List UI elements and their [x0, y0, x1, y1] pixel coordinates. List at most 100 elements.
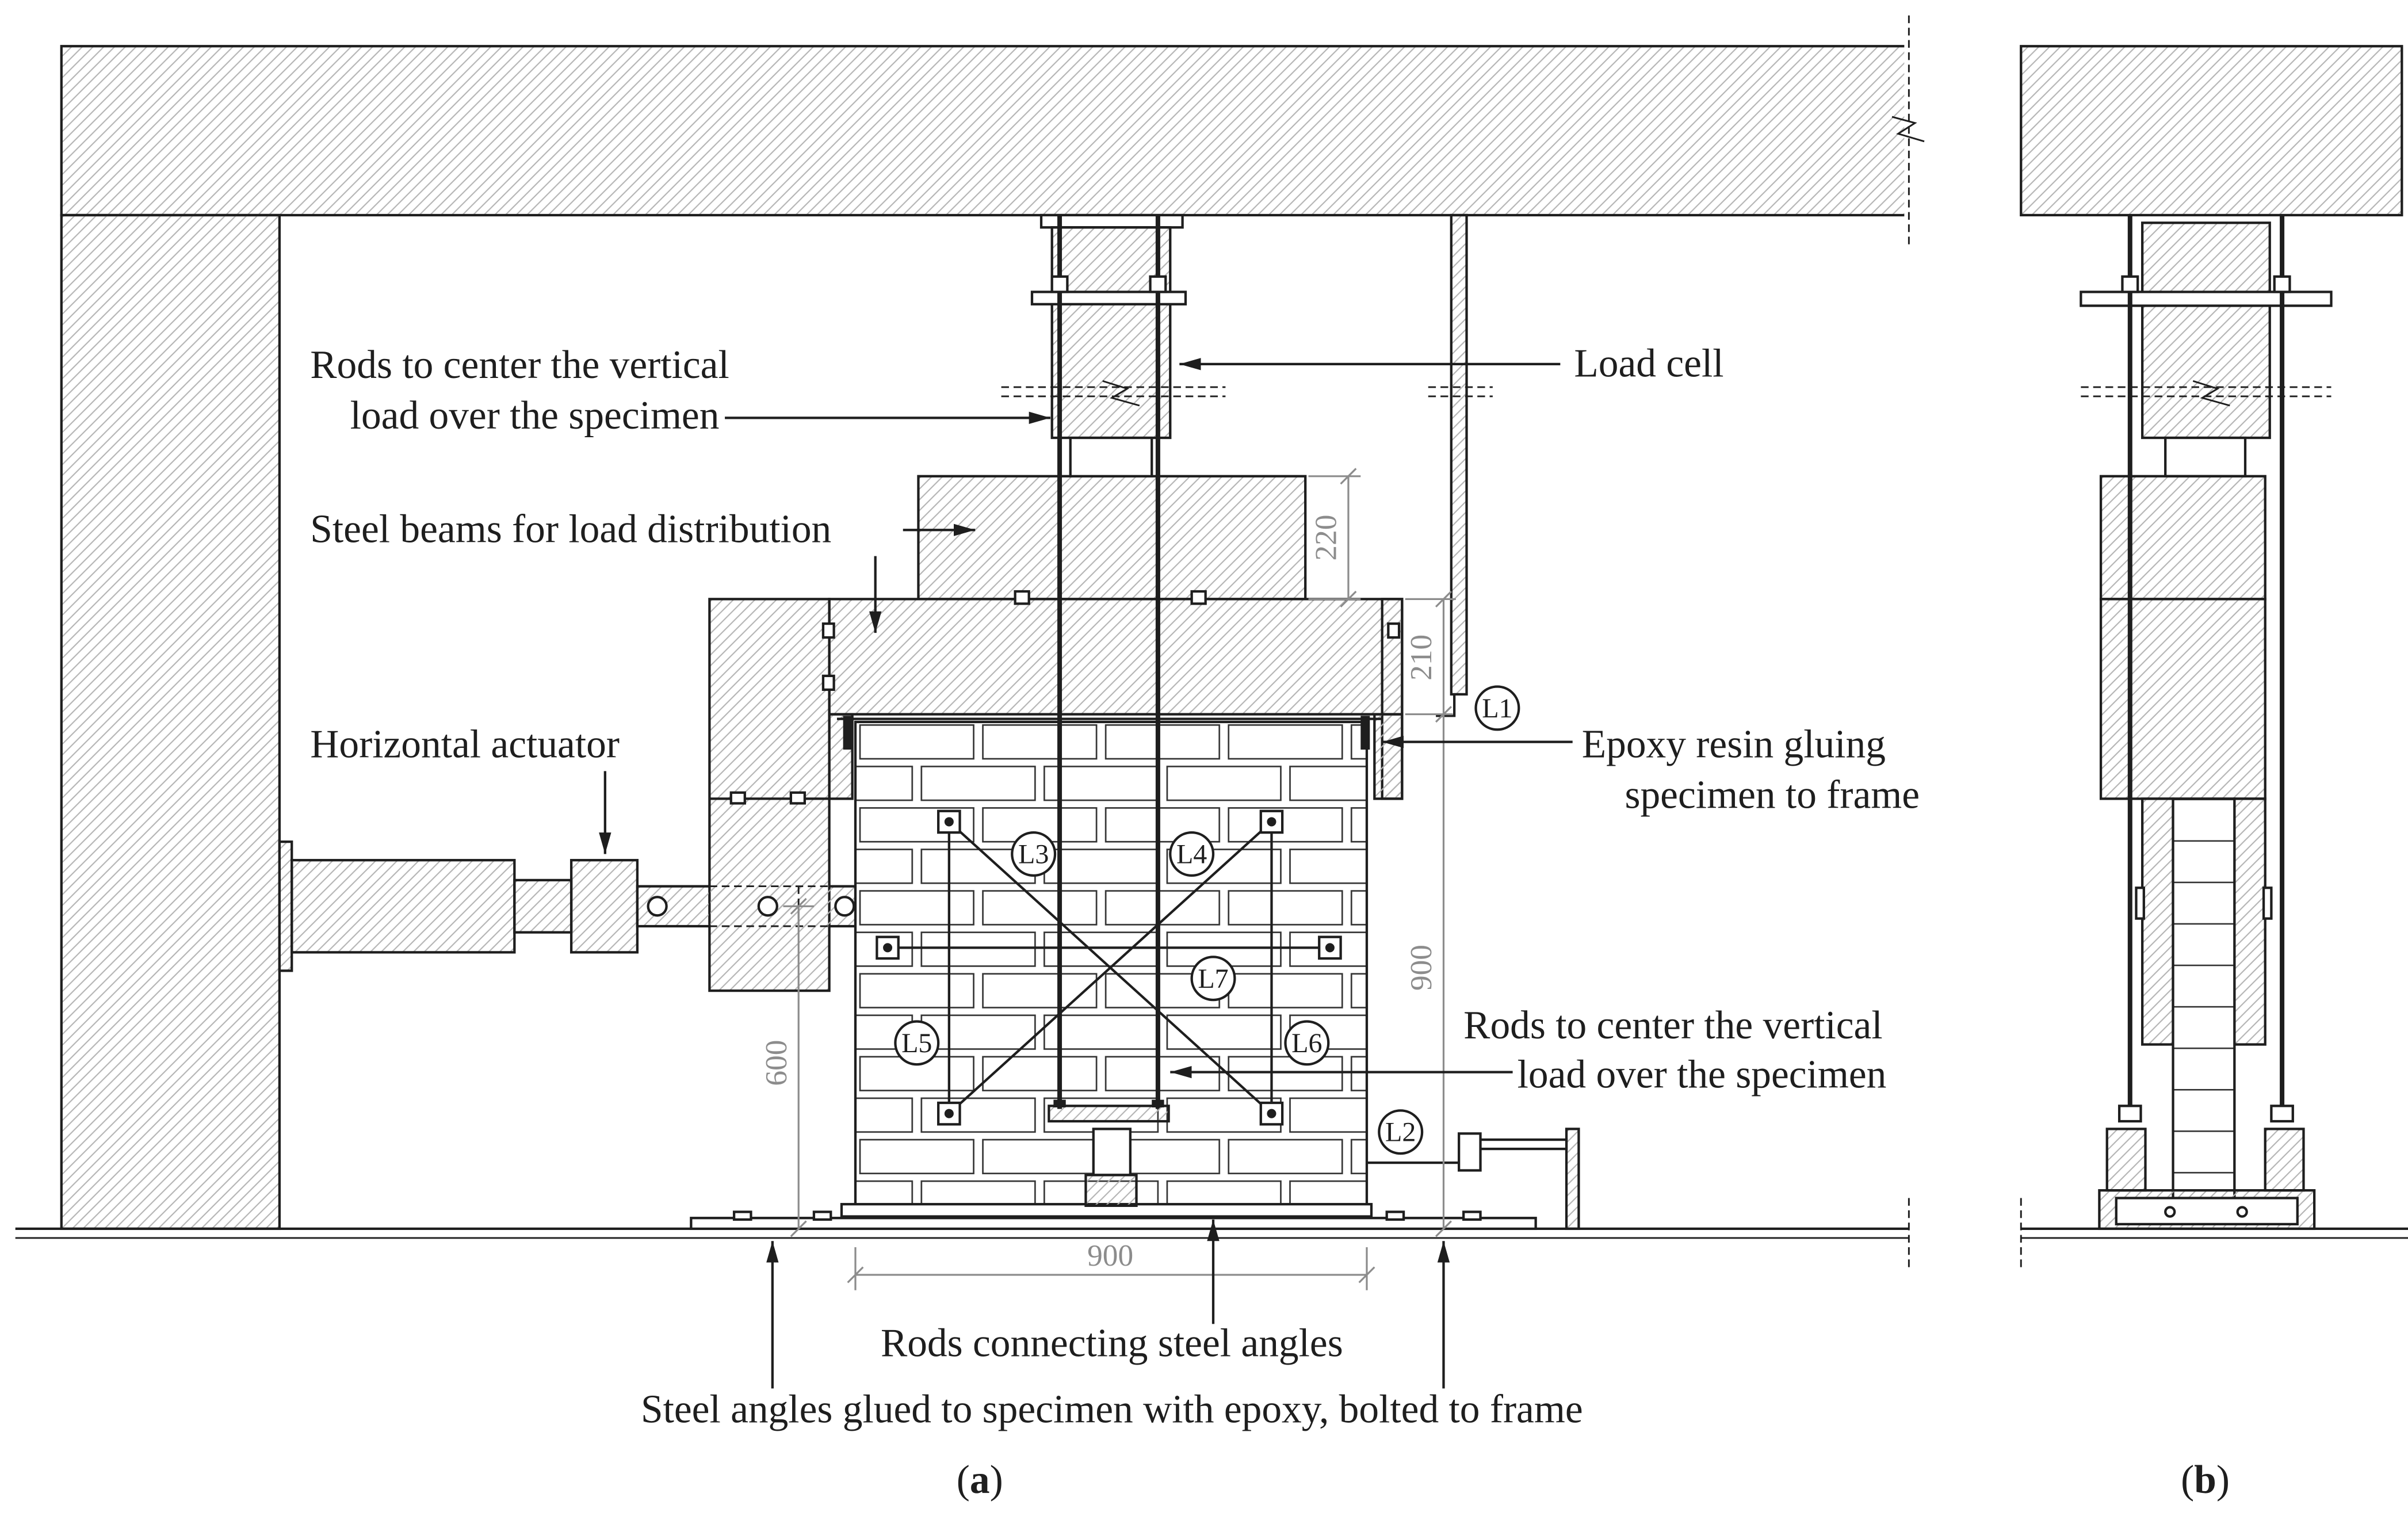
beam-bolt	[1387, 622, 1401, 639]
label-epoxy-line2: specimen to frame	[1625, 773, 1920, 817]
side-collar-plate	[2080, 291, 2333, 307]
sensor-L3: L3	[1011, 831, 1057, 877]
dimension-line	[783, 897, 814, 1237]
transducer-anchor	[1259, 809, 1284, 834]
left-plate-bolt	[729, 791, 746, 805]
sensor-L1-label: L1	[1482, 693, 1512, 724]
transducer-anchor	[937, 809, 961, 834]
actuator-load-cell	[569, 859, 639, 954]
side-view: (b)	[2020, 45, 2408, 1502]
caption-b-close: )	[2216, 1458, 2230, 1502]
dimension-actuator-height: 600	[759, 897, 814, 1237]
caption-a: (a)	[957, 1458, 1003, 1502]
sensor-L3-label: L3	[1018, 839, 1049, 870]
label-steel-beams: Steel beams for load distribution	[310, 507, 831, 552]
label-rods-lower-line1: Rods to center the vertical	[1463, 1003, 1883, 1048]
rod-nut	[1149, 275, 1167, 293]
dimension-beam-height: 210	[1404, 590, 1456, 723]
actuator-mount-plate	[278, 840, 293, 972]
label-rods-upper-line2: load over the specimen	[350, 393, 720, 438]
transducer-anchor	[876, 935, 900, 960]
sensor-L6-label: L6	[1291, 1028, 1322, 1059]
L1-hanging-rod	[1450, 213, 1468, 696]
label-rods-lower-line2: load over the specimen	[1518, 1052, 1887, 1096]
label-load-cell: Load cell	[1574, 341, 1723, 385]
dimension-value: 900	[1404, 945, 1438, 991]
upper-steel-block	[917, 475, 1307, 601]
sensor-L7-circle	[1190, 956, 1236, 1002]
side-base-inner	[2115, 1197, 2299, 1226]
side-main-steel-beam	[2099, 598, 2266, 800]
bottom-center-block	[1092, 1128, 1132, 1176]
side-anchor-left	[2105, 1128, 2147, 1192]
right-lower-plate	[1373, 713, 1404, 800]
dimension-line	[1435, 714, 1452, 1237]
caption-b-open: (	[2181, 1458, 2194, 1502]
side-top-beam	[2020, 45, 2403, 217]
main-steel-beam	[828, 598, 1404, 716]
beam-bolt	[1014, 590, 1030, 605]
side-column-body	[2141, 221, 2271, 440]
vertical-load-column	[1001, 213, 1226, 477]
dimension-value: 600	[759, 1040, 793, 1086]
left-column	[60, 213, 281, 1231]
rod-bottom-plate	[1048, 1105, 1170, 1123]
caption-a-letter: a	[970, 1458, 990, 1502]
transducer-layout	[876, 809, 1342, 1126]
caption-a-close: )	[990, 1458, 1003, 1502]
column-neck	[1069, 436, 1153, 477]
side-plate-bolt	[2262, 887, 2273, 920]
beam-bolt	[821, 674, 835, 691]
rod-nut	[1053, 1099, 1066, 1108]
sensor-L6-circle	[1284, 1020, 1330, 1066]
sensor-L5-circle	[894, 1020, 940, 1066]
caption-b: (b)	[2181, 1458, 2230, 1502]
dimension-line	[1308, 468, 1361, 608]
side-specimen	[2172, 797, 2236, 1208]
L2-stand-post	[1565, 1128, 1580, 1231]
side-upper-steel-block	[2099, 475, 2266, 601]
reaction-frame	[15, 15, 1925, 1267]
actuator-connecting-bar	[636, 885, 866, 928]
side-column-neck	[2164, 436, 2247, 477]
bottom-center-anchor	[1084, 1174, 1138, 1208]
transducer-anchor	[937, 1101, 961, 1126]
base-bolt	[732, 1210, 752, 1221]
bar-pin-hole	[757, 896, 778, 917]
sensor-labels: L1 L2 L3 L4 L5 L6	[894, 685, 1520, 1155]
caption-b-letter: b	[2194, 1458, 2216, 1502]
column-collar-plate	[1030, 291, 1187, 305]
left-plate-bolt	[789, 791, 807, 805]
beam-bolt	[1190, 590, 1207, 605]
sensor-L2: L2	[1378, 1109, 1424, 1155]
rod-nut	[1050, 275, 1069, 293]
column-body	[1050, 226, 1172, 440]
annotations: Rods to center the vertical load over th…	[310, 341, 1920, 1431]
label-rods-upper-line1: Rods to center the vertical	[310, 343, 729, 387]
leader-arrows	[599, 358, 1573, 1389]
sensor-L7-label: L7	[1198, 964, 1228, 994]
top-beam-outline	[60, 45, 1905, 217]
transducer-anchor	[1318, 935, 1342, 960]
sensor-L1: L1	[1474, 685, 1520, 731]
sensor-L3-circle	[1011, 831, 1057, 877]
sensor-L5: L5	[894, 1020, 940, 1066]
beam-break-symbol	[1891, 116, 1925, 143]
label-horizontal-actuator: Horizontal actuator	[310, 722, 620, 766]
side-plate-right	[2233, 797, 2266, 1046]
left-loading-plate	[708, 598, 831, 992]
dimension-line	[847, 1247, 1375, 1290]
sensor-L5-label: L5	[901, 1028, 932, 1059]
side-plate-left	[2141, 797, 2174, 1046]
sensor-L7: L7	[1190, 956, 1236, 1002]
transducer-L2-mount	[1366, 1128, 1580, 1231]
front-view: L1 L2 L3 L4 L5 L6	[15, 15, 1925, 1502]
dimension-value: 220	[1309, 515, 1343, 561]
transducer-L1-mount	[1428, 213, 1493, 717]
caption-a-open: (	[957, 1458, 970, 1502]
epoxy-joint-right	[1360, 716, 1370, 750]
side-plate-bolt	[2135, 887, 2145, 920]
side-anchor-right	[2264, 1128, 2305, 1192]
beam-bolt	[821, 622, 835, 639]
dimension-specimen-width: 900	[847, 1238, 1375, 1290]
